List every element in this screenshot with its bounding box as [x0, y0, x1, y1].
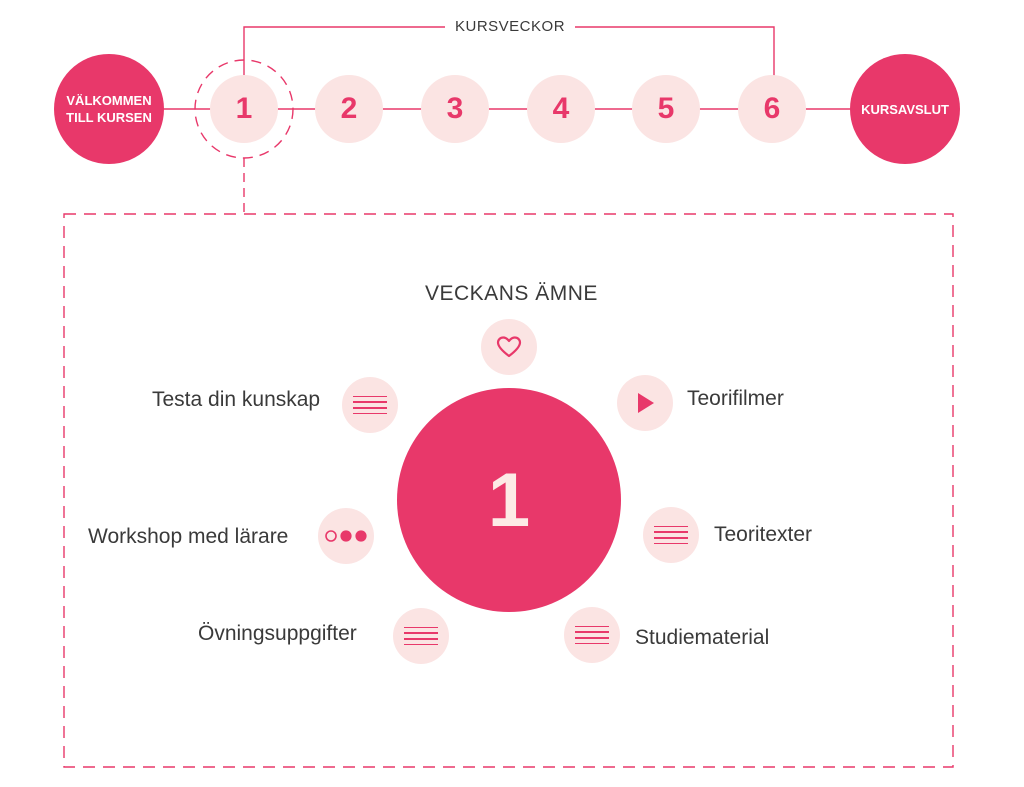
lines-icon	[404, 623, 438, 649]
weekly-topic-label: VECKANS ÄMNE	[425, 282, 598, 305]
weekly-topic-item[interactable]	[481, 319, 537, 375]
testa-din-kunskap-item[interactable]	[342, 377, 398, 433]
ovningsuppgifter-label: Övningsuppgifter	[198, 622, 357, 645]
lines-icon	[353, 392, 387, 418]
week-4-circle[interactable]: 4	[527, 75, 595, 143]
ovningsuppgifter-item[interactable]	[393, 608, 449, 664]
week-2-circle[interactable]: 2	[315, 75, 383, 143]
teorifilmer-label: Teorifilmer	[687, 387, 784, 410]
course-end-circle[interactable]: KURSAVSLUT	[850, 54, 960, 164]
welcome-circle[interactable]: VÄLKOMMEN TILL KURSEN	[54, 54, 164, 164]
workshop-item[interactable]	[318, 508, 374, 564]
teoritexter-item[interactable]	[643, 507, 699, 563]
week-3-circle[interactable]: 3	[421, 75, 489, 143]
testa-din-kunskap-label: Testa din kunskap	[152, 388, 321, 411]
studiematerial-label: Studiematerial	[635, 626, 770, 649]
dots-icon	[325, 530, 367, 542]
play-icon	[638, 393, 654, 413]
welcome-line-1: VÄLKOMMEN	[66, 93, 152, 108]
welcome-line-2: TILL KURSEN	[66, 110, 152, 125]
studiematerial-item[interactable]	[564, 607, 620, 663]
workshop-label: Workshop med lärare	[88, 525, 289, 548]
week-1-circle[interactable]: 1	[210, 75, 278, 143]
lines-icon	[654, 522, 688, 548]
teorifilmer-item[interactable]	[617, 375, 673, 431]
week-6-circle[interactable]: 6	[738, 75, 806, 143]
week-detail-frame	[63, 213, 954, 768]
heart-icon	[496, 336, 522, 358]
week-5-circle[interactable]: 5	[632, 75, 700, 143]
current-week-circle: 1	[397, 388, 621, 612]
course-weeks-label: KURSVECKOR	[445, 18, 576, 36]
teoritexter-label: Teoritexter	[714, 523, 813, 546]
lines-icon	[575, 622, 609, 648]
